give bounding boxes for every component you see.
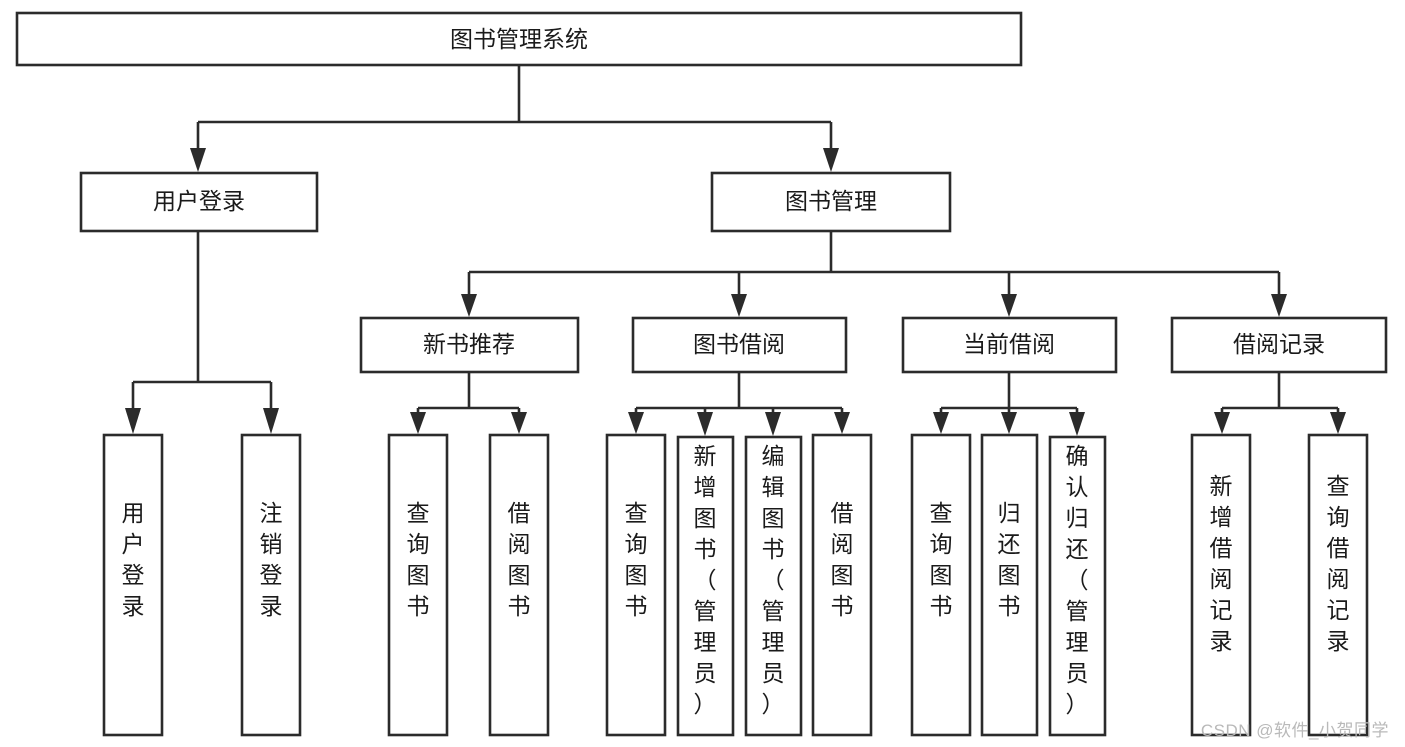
node-leaf-return-book-label: 归还图书 xyxy=(998,500,1021,619)
arrow-head-borrow-record xyxy=(1271,294,1287,317)
node-leaf-query-record-box[interactable] xyxy=(1307,433,1369,737)
node-leaf-add-book[interactable]: 新增图书（管理员） xyxy=(676,435,735,737)
csdn-watermark: CSDN @软件_小贺同学 xyxy=(1200,721,1389,740)
arrow-head-leaf-borrow-book-1 xyxy=(511,412,527,434)
node-leaf-user-login-box[interactable] xyxy=(102,433,164,737)
node-leaf-add-record-label: 新增借阅记录 xyxy=(1210,473,1233,654)
node-leaf-query-book-1-label: 查询图书 xyxy=(407,500,430,619)
node-book-management-box[interactable] xyxy=(710,171,952,233)
node-leaf-query-record[interactable]: 查询借阅记录 xyxy=(1307,433,1369,737)
node-current-borrow-label: 当前借阅 xyxy=(963,331,1055,357)
node-leaf-user-login-label: 用户登录 xyxy=(122,500,145,619)
node-book-borrow-box[interactable] xyxy=(631,316,848,374)
arrow-head-new-book-recommend xyxy=(461,294,477,317)
node-leaf-logout-login-box[interactable] xyxy=(240,433,302,737)
node-leaf-add-book-label: 新增图书（管理员） xyxy=(694,443,717,717)
node-leaf-borrow-book-1-box[interactable] xyxy=(488,433,550,737)
node-book-borrow[interactable]: 图书借阅 xyxy=(631,316,848,374)
node-current-borrow-box[interactable] xyxy=(901,316,1118,374)
node-borrow-record[interactable]: 借阅记录 xyxy=(1170,316,1388,374)
node-user-login[interactable]: 用户登录 xyxy=(79,171,319,233)
node-new-book-recommend[interactable]: 新书推荐 xyxy=(359,316,580,374)
node-leaf-borrow-book-2-box[interactable] xyxy=(811,433,873,737)
node-leaf-query-book-3[interactable]: 查询图书 xyxy=(910,433,972,737)
node-book-management-label: 图书管理 xyxy=(785,188,877,214)
arrow-head-book-borrow xyxy=(731,294,747,317)
node-leaf-add-book-box[interactable] xyxy=(676,435,735,737)
node-leaf-logout-login-label: 注销登录 xyxy=(260,500,283,619)
node-leaf-borrow-book-1[interactable]: 借阅图书 xyxy=(488,433,550,737)
node-leaf-query-book-3-box[interactable] xyxy=(910,433,972,737)
node-borrow-record-label: 借阅记录 xyxy=(1233,331,1325,357)
arrow-head-book-management xyxy=(823,148,839,172)
node-leaf-return-book[interactable]: 归还图书 xyxy=(980,433,1039,737)
arrow-head-leaf-query-book-2 xyxy=(628,412,644,434)
node-leaf-edit-book[interactable]: 编辑图书（管理员） xyxy=(744,435,803,737)
node-leaf-add-record-box[interactable] xyxy=(1190,433,1252,737)
node-leaf-query-record-label: 查询借阅记录 xyxy=(1327,473,1350,654)
node-leaf-query-book-2-label: 查询图书 xyxy=(625,500,648,619)
arrow-head-leaf-user-login xyxy=(125,408,141,434)
arrow-head-leaf-add-record xyxy=(1214,412,1230,434)
node-leaf-query-book-1[interactable]: 查询图书 xyxy=(387,433,449,737)
node-leaf-edit-book-box[interactable] xyxy=(744,435,803,737)
arrow-head-leaf-query-record xyxy=(1330,412,1346,434)
arrow-head-current-borrow xyxy=(1001,294,1017,317)
node-root-label: 图书管理系统 xyxy=(450,26,588,52)
arrow-head-leaf-add-book xyxy=(697,412,713,436)
arrow-head-leaf-return-book xyxy=(1001,412,1017,434)
connector-group xyxy=(125,65,1346,436)
arrow-head-leaf-query-book-3 xyxy=(933,412,949,434)
node-current-borrow[interactable]: 当前借阅 xyxy=(901,316,1118,374)
node-leaf-confirm-return[interactable]: 确认归还（管理员） xyxy=(1048,435,1107,737)
node-leaf-logout-login[interactable]: 注销登录 xyxy=(240,433,302,737)
arrow-head-leaf-edit-book xyxy=(765,412,781,436)
node-leaf-add-record[interactable]: 新增借阅记录 xyxy=(1190,433,1252,737)
node-book-borrow-label: 图书借阅 xyxy=(693,331,785,357)
node-root-box[interactable] xyxy=(15,11,1023,67)
node-leaf-borrow-book-2[interactable]: 借阅图书 xyxy=(811,433,873,737)
node-leaf-user-login[interactable]: 用户登录 xyxy=(102,433,164,737)
arrow-head-leaf-borrow-book-2 xyxy=(834,412,850,434)
arrow-head-user-login xyxy=(190,148,206,172)
node-user-login-box[interactable] xyxy=(79,171,319,233)
node-leaf-query-book-1-box[interactable] xyxy=(387,433,449,737)
arrow-head-leaf-logout-login xyxy=(263,408,279,434)
node-new-book-recommend-label: 新书推荐 xyxy=(423,331,515,357)
node-root[interactable]: 图书管理系统 xyxy=(15,11,1023,67)
node-leaf-query-book-2-box[interactable] xyxy=(605,433,667,737)
node-user-login-label: 用户登录 xyxy=(153,188,245,214)
node-leaf-confirm-return-label: 确认归还（管理员） xyxy=(1066,443,1089,717)
arrow-head-leaf-query-book-1 xyxy=(410,412,426,434)
node-leaf-query-book-2[interactable]: 查询图书 xyxy=(605,433,667,737)
node-leaf-confirm-return-box[interactable] xyxy=(1048,435,1107,737)
node-leaf-borrow-book-2-label: 借阅图书 xyxy=(831,500,854,619)
node-leaf-borrow-book-1-label: 借阅图书 xyxy=(508,500,531,619)
node-new-book-recommend-box[interactable] xyxy=(359,316,580,374)
node-leaf-edit-book-label: 编辑图书（管理员） xyxy=(762,443,785,717)
node-leaf-return-book-box[interactable] xyxy=(980,433,1039,737)
node-leaf-query-book-3-label: 查询图书 xyxy=(930,500,953,619)
arrow-head-leaf-confirm-return xyxy=(1069,412,1085,436)
node-borrow-record-box[interactable] xyxy=(1170,316,1388,374)
node-book-management[interactable]: 图书管理 xyxy=(710,171,952,233)
